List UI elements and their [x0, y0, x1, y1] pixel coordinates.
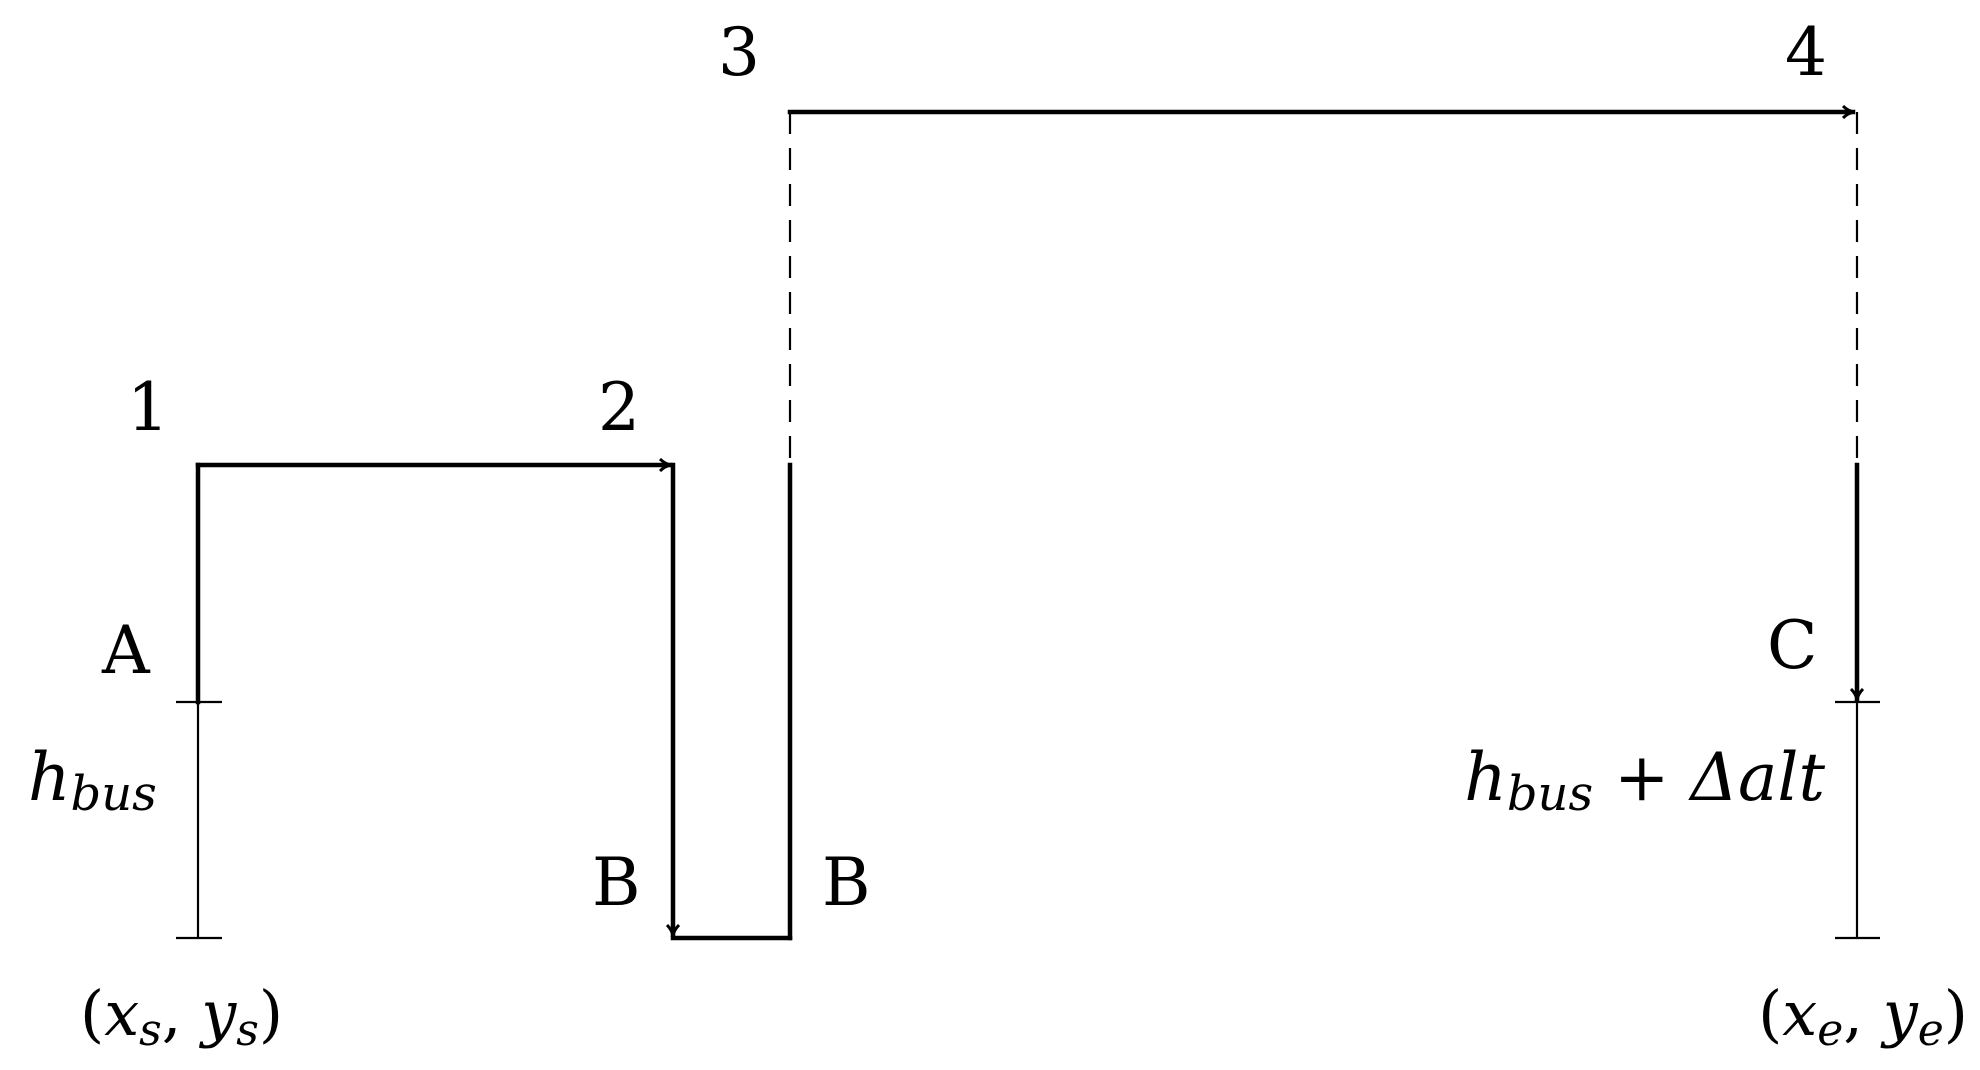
- flight-path: [195, 112, 1857, 941]
- dashed-guides: [788, 112, 1859, 465]
- segment-label-a: A: [101, 612, 151, 689]
- coord-label-end: (xe, ye): [1758, 977, 1968, 1056]
- coord-label-start: (xs, ys): [80, 977, 283, 1056]
- waypoint-label-4: 4: [1785, 14, 1827, 91]
- height-bar-start: [176, 700, 222, 940]
- segment-label-b-left: B: [592, 844, 641, 921]
- height-bar-end: [1835, 700, 1880, 940]
- height-label-end: hbus + Δalt: [1464, 739, 1825, 822]
- waypoint-label-1: 1: [127, 369, 169, 446]
- segment-label-b-right: B: [822, 844, 871, 921]
- waypoint-label-2: 2: [598, 369, 640, 446]
- height-label-start: hbus: [28, 739, 157, 822]
- waypoint-label-3: 3: [718, 14, 760, 91]
- segment-label-c: C: [1767, 607, 1818, 684]
